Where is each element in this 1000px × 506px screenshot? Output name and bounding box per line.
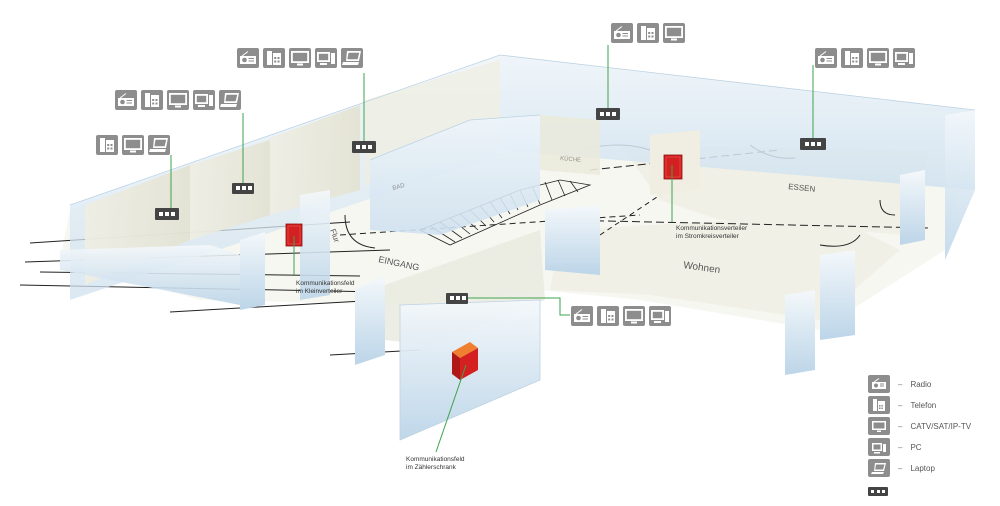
callout-kleinverteiler-line1: Kommunikationsfeld [296,280,355,287]
wall-kitchen [540,115,600,175]
tv-icon [289,48,311,68]
room-label-essen: ESSEN [788,182,816,194]
radio-icon [868,375,890,393]
radio-icon [815,48,837,68]
legend-dash: – [898,421,903,431]
callout-stromkreisverteiler-line2: im Stromkreisverteiler [676,233,740,240]
radio-icon [571,306,593,326]
wall-slab-10 [785,290,815,375]
distributor-stromkreisverteiler[interactable] [663,154,683,180]
telefon-icon [868,396,890,414]
telefon-icon [96,135,118,155]
right-wall [945,110,975,260]
pc-icon [649,306,671,326]
device-group-group-f [571,306,671,326]
device-group-group-a [237,48,363,68]
laptop-icon [341,48,363,68]
telefon-icon [141,90,163,110]
legend-row-pc: – PC [868,437,922,457]
radio-icon [237,48,259,68]
connector-lines [170,45,814,453]
room-label-bad: BAD [392,183,406,192]
legend-row-telefon: – Telefon [868,395,936,415]
wall-slab-6 [355,275,385,365]
device-group-group-b [115,90,241,110]
legend-row-laptop: – Laptop [868,458,935,478]
wall-slab-2 [240,232,265,310]
pc-icon [893,48,915,68]
legend-dash: – [898,379,903,389]
legend-label-radio: Radio [910,379,932,389]
room-label-kueche: KÜCHE [560,155,582,164]
wall-slab-11 [820,250,855,340]
legend-label-telefon: Telefon [910,400,937,410]
pc-icon [315,48,337,68]
telefon-icon [597,306,619,326]
device-group-group-c [96,135,170,155]
callout-zaehlerschrank-line2: im Zählerschrank [406,464,457,471]
device-group-group-e [815,48,915,68]
radio-icon [115,90,137,110]
outlet-icon [868,486,888,496]
wall-slab-5 [545,205,600,275]
laptop-icon [148,135,170,155]
pc-icon [868,438,890,456]
tv-icon [167,90,189,110]
telefon-icon [637,23,659,43]
legend-label-laptop: Laptop [910,463,935,473]
wall-slab-3 [300,190,330,300]
legend-row-tv: – CATV/SAT/IP-TV [868,416,971,436]
wall-slab-12 [900,170,925,245]
callout-kleinverteiler-line2: im Kleinverteiler [296,288,343,295]
callout-zaehlerschrank-line1: Kommunikationsfeld [406,456,465,463]
tv-icon [663,23,685,43]
room-label-wohnen: Wohnen [683,260,721,276]
legend-dash: – [898,463,903,473]
laptop-icon [868,459,890,477]
legend-row-outlet [868,481,888,501]
outlet-holes [159,112,821,300]
laptop-icon [219,90,241,110]
tv-icon [122,135,144,155]
tv-icon [867,48,889,68]
wall-room3 [270,105,360,215]
wall-edges [69,54,976,441]
wall-room2 [190,140,270,240]
device-icon-groups [96,23,915,326]
back-wall-right [500,55,975,190]
wall-slab-1 [60,245,240,305]
telefon-icon [841,48,863,68]
legend-row-radio: – Radio [868,374,931,394]
legend-dash: – [898,400,903,410]
tv-icon [868,417,890,435]
legend: – Radio – Telefon – CATV/SAT/IP-TV – PC … [868,374,993,496]
legend-label-tv: CATV/SAT/IP-TV [910,421,972,431]
legend-dash: – [898,442,903,452]
telefon-icon [263,48,285,68]
wall-slab-4 [370,115,540,235]
pc-icon [193,90,215,110]
tv-icon [623,306,645,326]
radio-icon [611,23,633,43]
callout-stromkreisverteiler-line1: Kommunikationsverteiler [676,225,748,232]
distributor-zaehlerschrank[interactable] [452,174,478,380]
device-group-group-d [611,23,685,43]
legend-label-pc: PC [910,442,922,452]
distributor-kleinverteiler[interactable] [285,223,303,247]
